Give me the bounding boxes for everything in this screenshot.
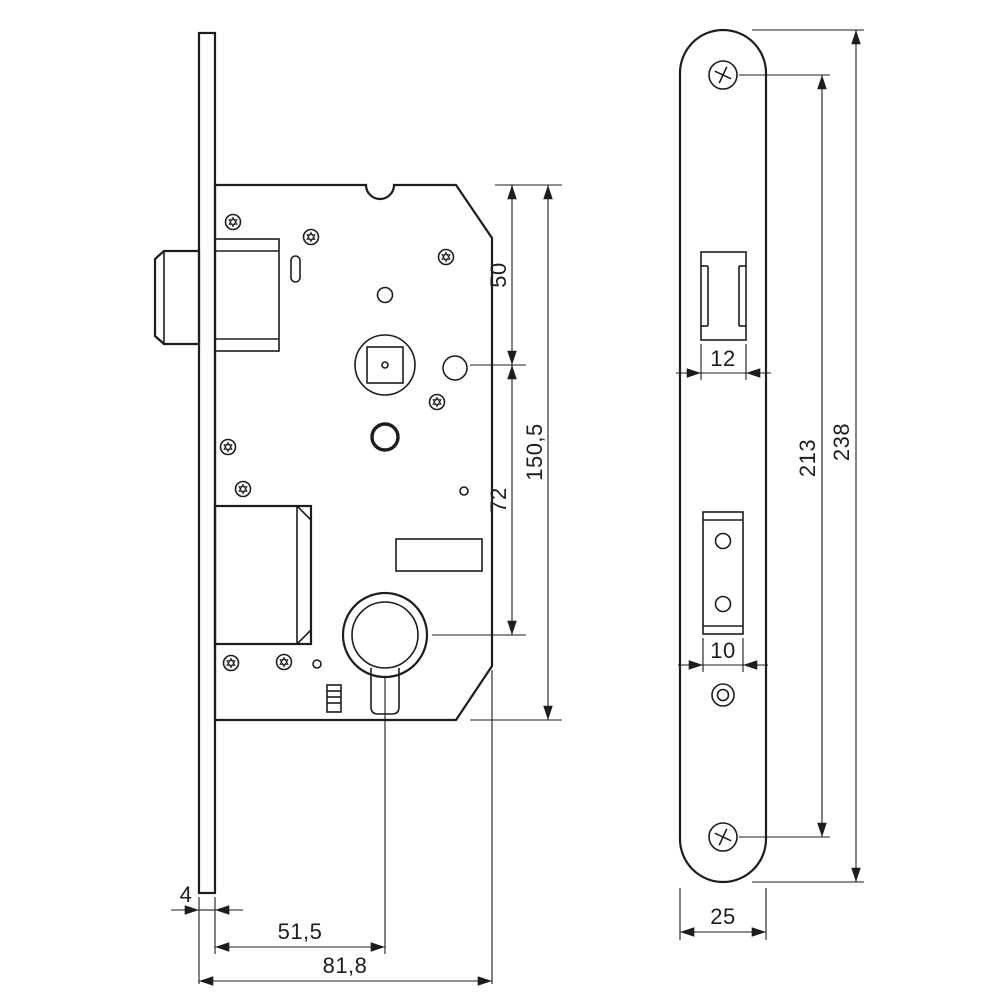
fixing-hole xyxy=(711,683,735,707)
aux-slide xyxy=(395,538,483,572)
dim-faceplate-length-label: 238 xyxy=(829,423,854,461)
latch-bolt xyxy=(153,238,301,352)
bottom-screw xyxy=(708,822,738,852)
faceplate-front xyxy=(678,28,768,884)
dim-case-height-label: 150,5 xyxy=(522,423,547,481)
front-dimensions: 12 10 213 238 25 xyxy=(676,29,864,940)
dim-backset-label: 51,5 xyxy=(278,919,323,944)
deadbolt xyxy=(213,504,313,646)
dim-latch-cutout-width-label: 12 xyxy=(710,346,735,371)
side-dimensions: 50 72 150,5 4 51,5 81,8 xyxy=(171,184,562,986)
top-screw xyxy=(708,60,738,90)
lock-case xyxy=(213,183,494,722)
faceplate-side xyxy=(197,31,217,895)
knurled-screw xyxy=(326,684,342,713)
follower-hub xyxy=(354,334,416,396)
side-view: 50 72 150,5 4 51,5 81,8 xyxy=(153,31,562,986)
dim-screw-distance-label: 213 xyxy=(795,439,820,477)
dim-case-depth-label: 81,8 xyxy=(323,953,368,978)
spring-ring xyxy=(370,422,400,452)
dim-faceplate-thickness-label: 4 xyxy=(180,882,193,907)
case-screws xyxy=(219,213,469,672)
deadbolt-cutout xyxy=(702,511,744,635)
latch-cutout xyxy=(700,251,747,341)
dim-top-to-follower-label: 50 xyxy=(486,262,511,287)
dim-follower-to-cylinder-label: 72 xyxy=(486,487,511,512)
front-view: 12 10 213 238 25 xyxy=(676,28,864,940)
dim-bolt-cutout-width-label: 10 xyxy=(710,638,735,663)
dim-faceplate-width-label: 25 xyxy=(710,904,735,929)
